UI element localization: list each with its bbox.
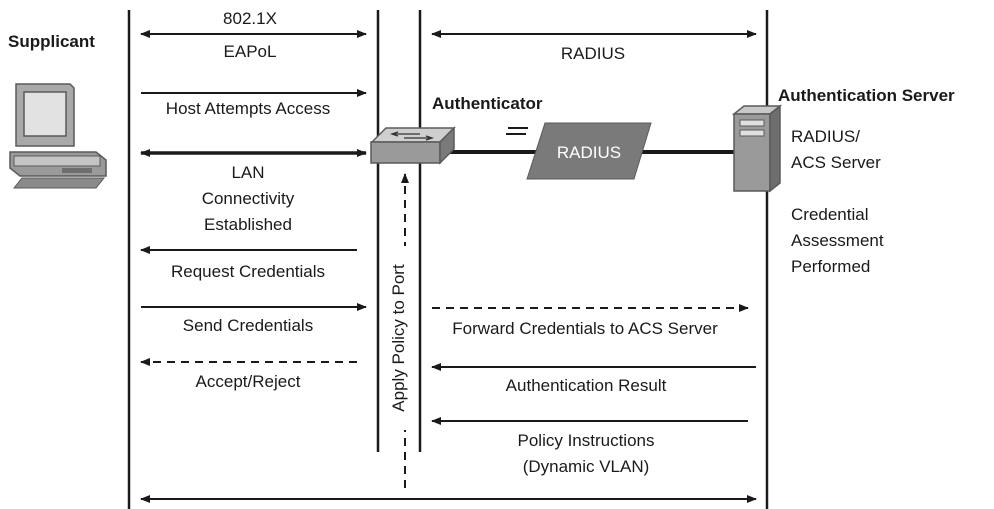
- protocol-eapol-label: EAPoL: [224, 42, 277, 61]
- server-icon: [731, 104, 783, 193]
- credential-assessment-line1: Credential: [791, 205, 869, 224]
- apply-policy-label-bg: [388, 246, 408, 430]
- server-type-line2: ACS Server: [791, 153, 881, 172]
- radius-packet: RADIUS: [506, 122, 652, 180]
- accept-reject-label: Accept/Reject: [196, 372, 301, 391]
- send-credentials-label: Send Credentials: [183, 316, 313, 335]
- authenticator-title: Authenticator: [432, 94, 543, 113]
- protocol-radius-label: RADIUS: [561, 44, 625, 63]
- lan-label-line3: Established: [204, 215, 292, 234]
- auth-server-title: Authentication Server: [778, 86, 955, 105]
- authentication-result-label: Authentication Result: [506, 376, 667, 395]
- request-credentials-label: Request Credentials: [171, 262, 325, 281]
- policy-instructions-label-line1: Policy Instructions: [518, 431, 655, 450]
- server-type-line1: RADIUS/: [791, 127, 860, 146]
- radius-packet-label: RADIUS: [557, 143, 621, 162]
- switch-icon: [370, 126, 456, 165]
- supplicant-title: Supplicant: [8, 32, 95, 51]
- computer-icon: [9, 83, 107, 189]
- policy-instructions-label-line2: (Dynamic VLAN): [523, 457, 650, 476]
- lan-label-line2: Connectivity: [202, 189, 295, 208]
- apply-policy-label: Apply Policy to Port: [389, 264, 408, 412]
- lan-label-line1: LAN: [231, 163, 264, 182]
- host-attempts-label: Host Attempts Access: [166, 99, 330, 118]
- credential-assessment-line3: Performed: [791, 257, 870, 276]
- protocol-8021x-label: 802.1X: [223, 9, 277, 28]
- forward-credentials-label: Forward Credentials to ACS Server: [452, 319, 718, 338]
- credential-assessment-line2: Assessment: [791, 231, 884, 250]
